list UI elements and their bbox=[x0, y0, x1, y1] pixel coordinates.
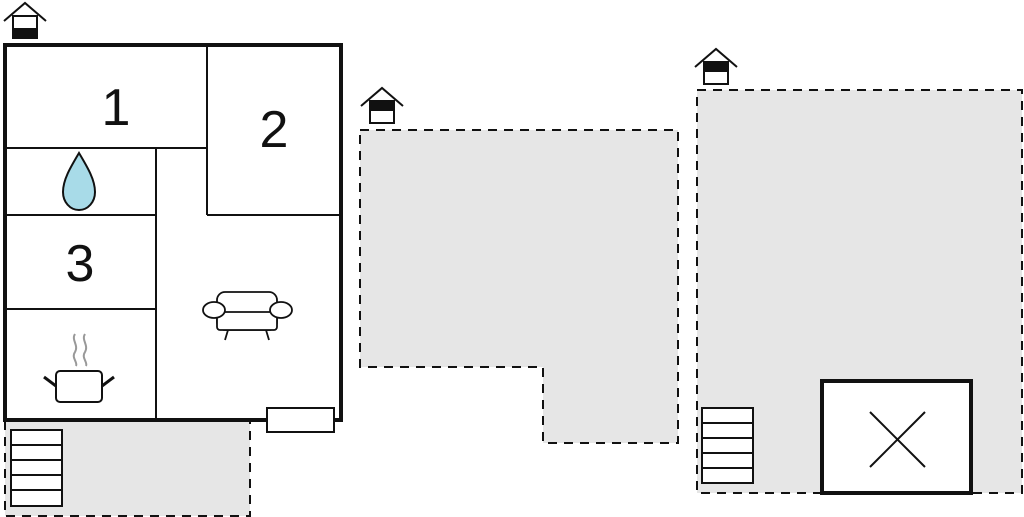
stairs-icon bbox=[10, 429, 63, 507]
house-icon bbox=[360, 86, 404, 124]
house-icon bbox=[694, 47, 738, 85]
bed-icon bbox=[266, 407, 335, 433]
room-2-label: 2 bbox=[260, 101, 289, 159]
room-3-label: 3 bbox=[66, 235, 95, 293]
stairs-icon bbox=[701, 407, 754, 484]
house-icon bbox=[3, 1, 47, 39]
cross-icon bbox=[820, 379, 973, 495]
room-1-label: 1 bbox=[102, 79, 131, 137]
cooking-pot-icon bbox=[43, 333, 115, 403]
terrace-middle bbox=[359, 129, 679, 444]
main-building bbox=[3, 43, 343, 422]
water-drop-icon bbox=[61, 151, 97, 212]
building-outer-wall bbox=[3, 43, 343, 422]
sofa-icon bbox=[202, 291, 293, 341]
